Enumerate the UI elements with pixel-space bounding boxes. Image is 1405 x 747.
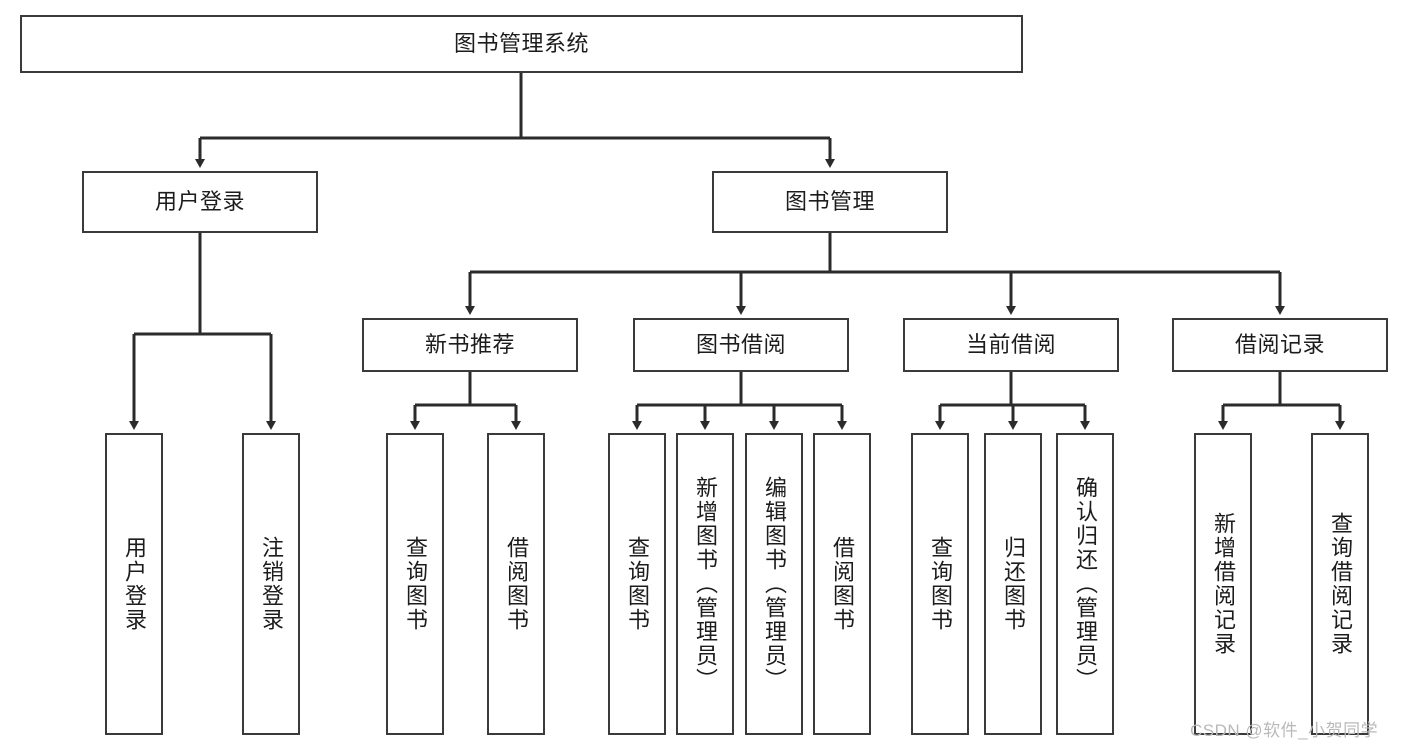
node-leaf-return-book[interactable]: 归还图书 — [984, 433, 1042, 735]
node-root[interactable]: 图书管理系统 — [20, 15, 1023, 73]
node-new-book-rec[interactable]: 新书推荐 — [362, 318, 578, 372]
node-leaf-add-book-label: 新增图书（管理员） — [693, 476, 718, 692]
node-leaf-edit-book[interactable]: 编辑图书（管理员） — [745, 433, 803, 735]
node-leaf-logout[interactable]: 注销登录 — [242, 433, 300, 735]
node-new-book-rec-label: 新书推荐 — [424, 332, 515, 358]
node-leaf-borrow-book-2[interactable]: 借阅图书 — [813, 433, 871, 735]
node-book-borrow[interactable]: 图书借阅 — [633, 318, 849, 372]
node-leaf-query-book-1[interactable]: 查询图书 — [386, 433, 444, 735]
node-borrow-record[interactable]: 借阅记录 — [1172, 318, 1388, 372]
node-leaf-user-login[interactable]: 用户登录 — [105, 433, 163, 735]
node-leaf-borrow-book-1-label: 借阅图书 — [504, 536, 529, 632]
node-leaf-query-book-3-label: 查询图书 — [928, 536, 953, 632]
node-leaf-add-record-label: 新增借阅记录 — [1211, 512, 1236, 656]
node-current-borrow[interactable]: 当前借阅 — [903, 318, 1119, 372]
node-leaf-confirm-return[interactable]: 确认归还（管理员） — [1056, 433, 1114, 735]
csdn-watermark: CSDN @软件_小贺同学 — [1190, 721, 1379, 740]
node-borrow-record-label: 借阅记录 — [1234, 332, 1325, 358]
node-user-login-label: 用户登录 — [154, 189, 245, 215]
node-leaf-query-record-label: 查询借阅记录 — [1328, 512, 1353, 656]
node-leaf-borrow-book-1[interactable]: 借阅图书 — [487, 433, 545, 735]
node-leaf-query-book-2[interactable]: 查询图书 — [608, 433, 666, 735]
node-leaf-confirm-return-label: 确认归还（管理员） — [1073, 476, 1098, 692]
node-book-manage[interactable]: 图书管理 — [712, 171, 948, 233]
node-leaf-query-record[interactable]: 查询借阅记录 — [1311, 433, 1369, 735]
node-leaf-return-book-label: 归还图书 — [1001, 536, 1026, 632]
node-leaf-query-book-3[interactable]: 查询图书 — [911, 433, 969, 735]
node-leaf-edit-book-label: 编辑图书（管理员） — [762, 476, 787, 692]
node-book-borrow-label: 图书借阅 — [695, 332, 786, 358]
node-leaf-add-record[interactable]: 新增借阅记录 — [1194, 433, 1252, 735]
node-leaf-user-login-label: 用户登录 — [122, 536, 147, 632]
node-leaf-query-book-2-label: 查询图书 — [625, 536, 650, 632]
node-leaf-add-book[interactable]: 新增图书（管理员） — [676, 433, 734, 735]
node-leaf-logout-label: 注销登录 — [259, 536, 284, 632]
node-root-label: 图书管理系统 — [453, 31, 589, 57]
node-user-login[interactable]: 用户登录 — [82, 171, 318, 233]
node-current-borrow-label: 当前借阅 — [965, 332, 1056, 358]
node-leaf-borrow-book-2-label: 借阅图书 — [830, 536, 855, 632]
node-leaf-query-book-1-label: 查询图书 — [403, 536, 428, 632]
node-book-manage-label: 图书管理 — [784, 189, 875, 215]
